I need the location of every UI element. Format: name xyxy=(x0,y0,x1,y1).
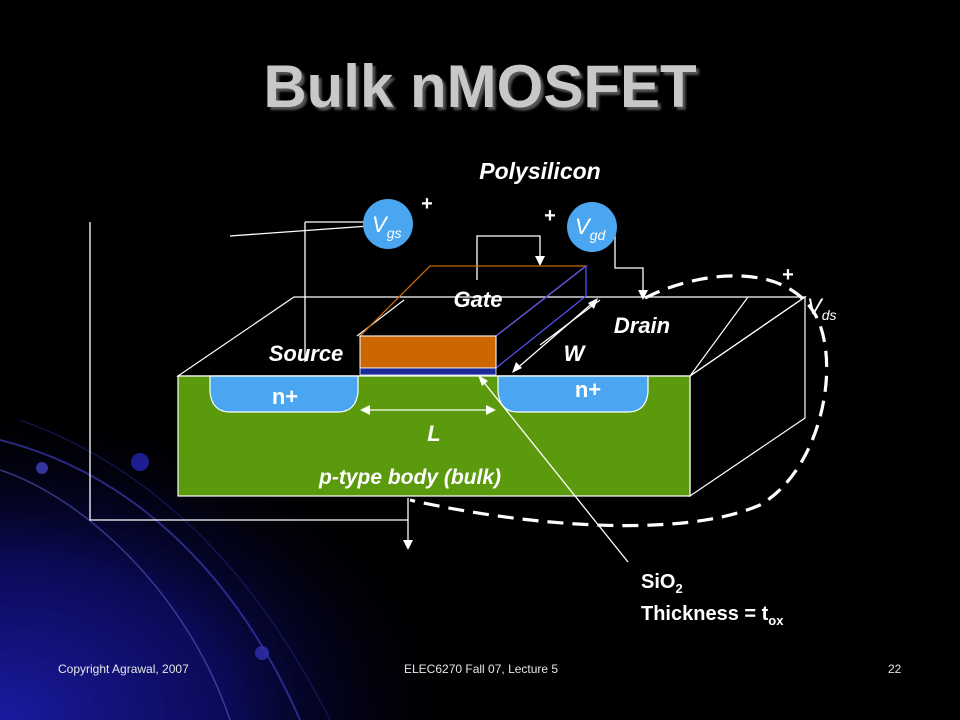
footer-course: ELEC6270 Fall 07, Lecture 5 xyxy=(404,662,559,676)
oxide-label: SiO2 xyxy=(641,571,683,596)
body-label: p-type body (bulk) xyxy=(318,466,501,489)
vgs-label: Vgs xyxy=(372,212,401,241)
n-plus-left-label: n+ xyxy=(272,384,298,409)
vds-plus-sign: + xyxy=(782,264,794,286)
vgd-source-icon xyxy=(567,202,617,252)
polysilicon-gate xyxy=(359,335,497,369)
thickness-label: Thickness = tox xyxy=(641,603,784,628)
width-dimension xyxy=(512,298,598,373)
drain-arrow-icon xyxy=(638,290,648,300)
vds-dashed-arc xyxy=(409,274,829,528)
gate-arrow-icon xyxy=(535,256,545,266)
n-plus-right-label: n+ xyxy=(575,377,601,402)
vgs-plus-sign: + xyxy=(421,193,433,215)
n-plus-source-region xyxy=(209,375,359,413)
vds-label: Vds xyxy=(807,294,836,323)
drain-label: Drain xyxy=(614,313,670,338)
vgd-label: Vgd xyxy=(575,214,606,243)
oxide-pointer xyxy=(478,375,629,563)
bulk-arrow-icon xyxy=(403,540,413,550)
page-number: 22 xyxy=(888,662,902,676)
slide-title: Bulk nMOSFET xyxy=(263,53,697,120)
polysilicon-label: Polysilicon xyxy=(479,158,600,184)
width-label: W xyxy=(564,341,587,366)
vgd-plus-sign: + xyxy=(544,205,556,227)
gate-stack xyxy=(358,264,588,376)
length-label: L xyxy=(427,421,440,446)
source-label: Source xyxy=(269,341,344,366)
gate-label: Gate xyxy=(454,287,503,312)
bulk-block xyxy=(176,295,807,498)
n-plus-drain-region xyxy=(497,375,649,413)
gate-oxide xyxy=(359,367,497,376)
wiring xyxy=(89,221,644,540)
length-dimension xyxy=(360,405,496,415)
footer-copyright: Copyright Agrawal, 2007 xyxy=(58,662,189,676)
vgs-source-icon xyxy=(363,199,413,249)
